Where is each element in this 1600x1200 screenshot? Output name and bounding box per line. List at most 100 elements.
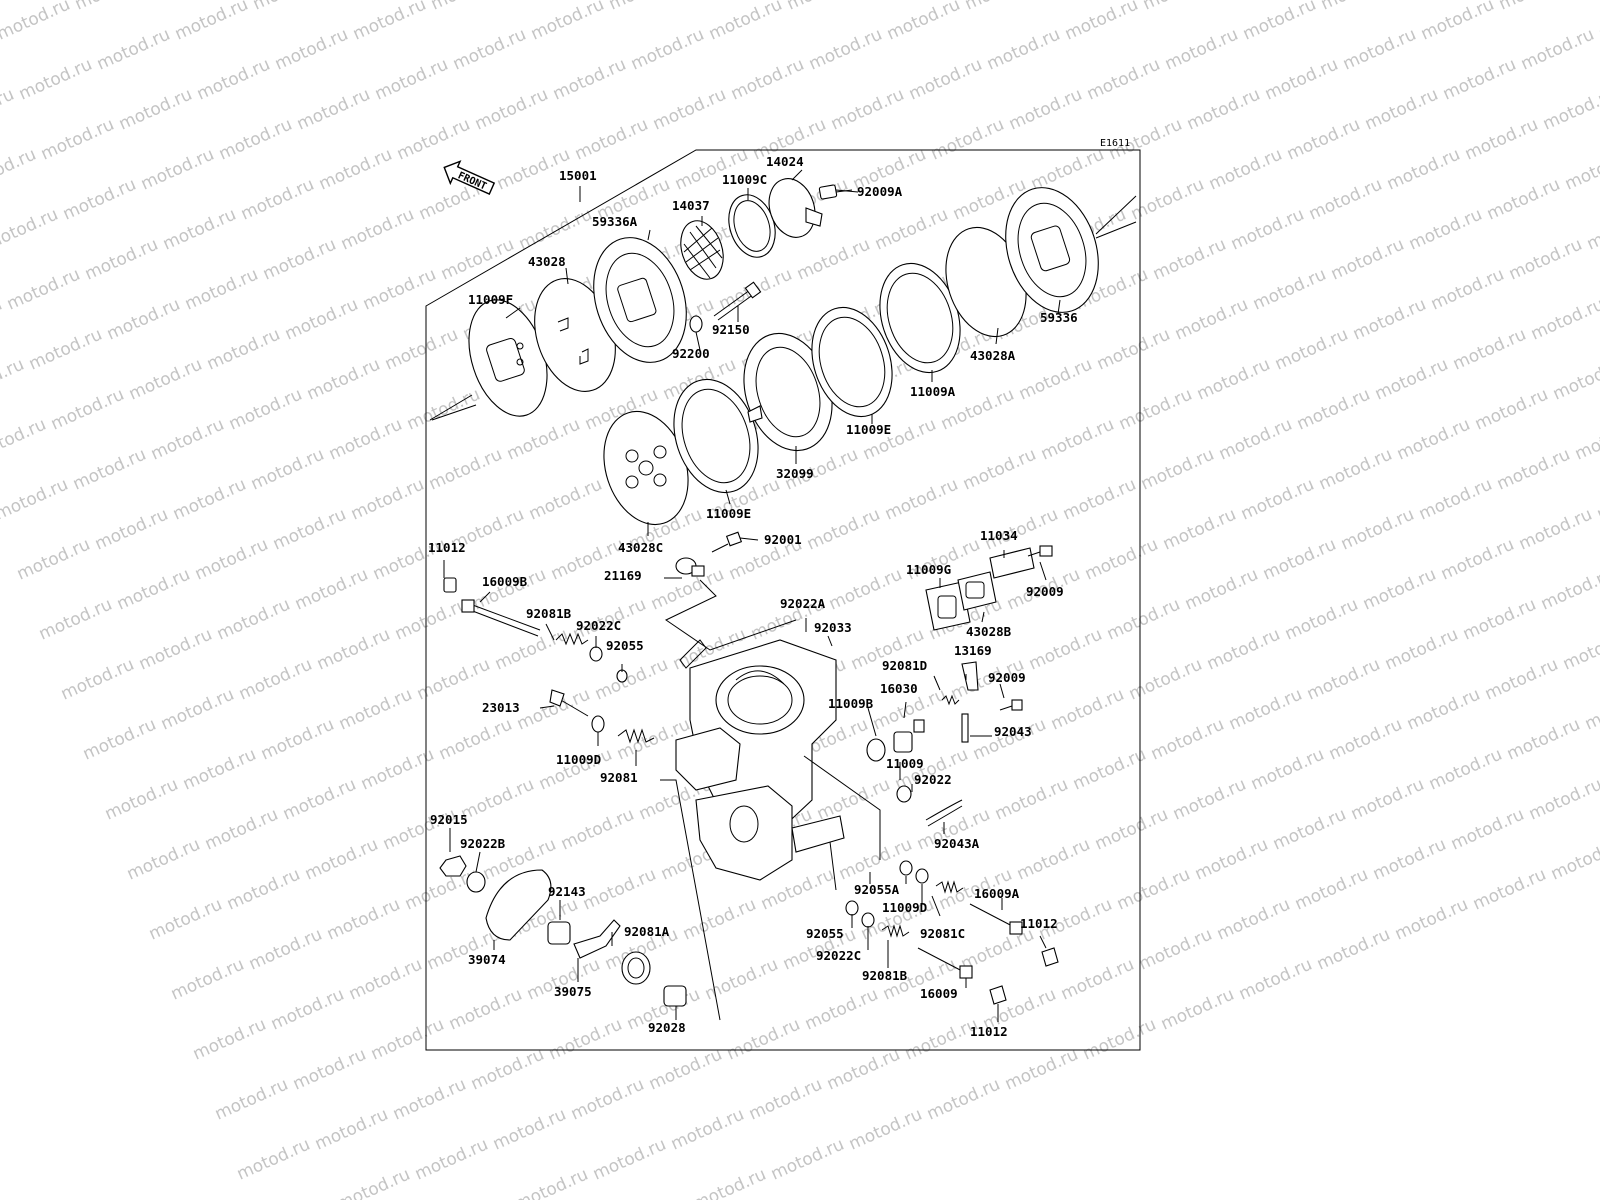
part-label-21169[interactable]: 21169 xyxy=(604,568,642,583)
part-label-11009e[interactable]: 11009E xyxy=(706,506,751,521)
part-label-43028[interactable]: 43028 xyxy=(528,254,566,269)
part-label-43028a[interactable]: 43028A xyxy=(970,348,1016,363)
watermark-text: motod.ru xyxy=(1114,865,1193,915)
watermark-text: motod.ru xyxy=(1506,235,1585,285)
part-92001-bolt xyxy=(711,531,743,553)
part-label-92043[interactable]: 92043 xyxy=(994,724,1032,739)
part-label-13169[interactable]: 13169 xyxy=(954,643,992,658)
watermark-text: motod.ru xyxy=(312,1105,391,1155)
watermark-text: motod.ru xyxy=(1262,55,1341,105)
part-label-92028[interactable]: 92028 xyxy=(648,1020,686,1035)
watermark-text: motod.ru xyxy=(970,715,1049,765)
watermark-text: motod.ru xyxy=(468,1045,547,1095)
part-label-92015[interactable]: 92015 xyxy=(430,812,468,827)
watermark-text: motod.ru xyxy=(1448,805,1527,855)
part-label-92055[interactable]: 92055 xyxy=(606,638,644,653)
part-label-92081a[interactable]: 92081A xyxy=(624,924,670,939)
part-92022C-washer xyxy=(589,646,603,662)
part-label-92081[interactable]: 92081 xyxy=(600,770,638,785)
part-label-59336[interactable]: 59336 xyxy=(1040,310,1078,325)
part-label-92022b[interactable]: 92022B xyxy=(460,836,506,851)
part-label-92033[interactable]: 92033 xyxy=(814,620,852,635)
watermark-text: motod.ru xyxy=(248,445,327,495)
part-label-11034[interactable]: 11034 xyxy=(980,528,1018,543)
watermark-text: motod.ru xyxy=(270,505,349,555)
part-label-11009d[interactable]: 11009D xyxy=(556,752,601,767)
part-label-15001[interactable]: 15001 xyxy=(559,168,597,183)
part-label-11012[interactable]: 11012 xyxy=(970,1024,1008,1039)
part-label-92009[interactable]: 92009 xyxy=(1026,584,1064,599)
watermark-text: motod.ru xyxy=(804,505,883,555)
watermark-text: motod.ru xyxy=(1084,55,1163,105)
watermark-text: motod.ru xyxy=(1314,925,1393,975)
part-label-14037[interactable]: 14037 xyxy=(672,198,710,213)
part-label-92009a[interactable]: 92009A xyxy=(857,184,903,199)
watermark-text: motod.ru xyxy=(1440,55,1519,105)
part-label-92150[interactable]: 92150 xyxy=(712,322,750,337)
watermark-text: motod.ru xyxy=(768,1135,847,1185)
watermark-text: motod.ru xyxy=(546,1015,625,1065)
part-label-92001[interactable]: 92001 xyxy=(764,532,802,547)
part-label-14024[interactable]: 14024 xyxy=(766,154,804,169)
watermark-text: motod.ru xyxy=(504,415,583,465)
watermark-text: motod.ru xyxy=(1228,205,1307,255)
watermark-text: motod.ru xyxy=(192,535,271,585)
part-label-16009b[interactable]: 16009B xyxy=(482,574,528,589)
part-label-92055a[interactable]: 92055A xyxy=(854,882,900,897)
watermark-text: motod.ru xyxy=(1170,775,1249,825)
part-label-92081b[interactable]: 92081B xyxy=(526,606,572,621)
part-label-92200[interactable]: 92200 xyxy=(672,346,710,361)
part-label-43028b[interactable]: 43028B xyxy=(966,624,1012,639)
watermark-text: motod.ru xyxy=(316,145,395,195)
part-label-92081d[interactable]: 92081D xyxy=(882,658,927,673)
part-label-11009d[interactable]: 11009D xyxy=(882,900,927,915)
part-label-92022c[interactable]: 92022C xyxy=(816,948,861,963)
part-label-11009b[interactable]: 11009B xyxy=(828,696,874,711)
part-label-92043a[interactable]: 92043A xyxy=(934,836,980,851)
part-label-92022c[interactable]: 92022C xyxy=(576,618,621,633)
part-label-11009c[interactable]: 11009C xyxy=(722,172,767,187)
part-label-92022[interactable]: 92022 xyxy=(914,772,952,787)
watermark-text: motod.ru xyxy=(960,445,1039,495)
part-label-59336a[interactable]: 59336A xyxy=(592,214,638,229)
part-label-32099[interactable]: 32099 xyxy=(776,466,814,481)
part-label-11012[interactable]: 11012 xyxy=(428,540,466,555)
part-label-11009f[interactable]: 11009F xyxy=(468,292,513,307)
part-label-92081b[interactable]: 92081B xyxy=(862,968,908,983)
watermark-text: motod.ru xyxy=(268,985,347,1035)
part-label-43028c[interactable]: 43028C xyxy=(618,540,663,555)
part-label-92081c[interactable]: 92081C xyxy=(920,926,965,941)
part-label-16009[interactable]: 16009 xyxy=(920,986,958,1001)
watermark-text: motod.ru xyxy=(924,1075,1003,1125)
watermark-text: motod.ru xyxy=(168,955,247,1005)
part-11009G-gasket xyxy=(925,581,971,631)
watermark-text: motod.ru xyxy=(1236,955,1315,1005)
part-label-11012[interactable]: 11012 xyxy=(1020,916,1058,931)
part-label-11009a[interactable]: 11009A xyxy=(910,384,956,399)
watermark-text: motod.ru xyxy=(282,295,361,345)
part-label-92022a[interactable]: 92022A xyxy=(780,596,826,611)
part-label-39074[interactable]: 39074 xyxy=(468,952,506,967)
part-label-16009a[interactable]: 16009A xyxy=(974,886,1020,901)
part-label-92143[interactable]: 92143 xyxy=(548,884,586,899)
part-label-39075[interactable]: 39075 xyxy=(554,984,592,999)
watermark-text: motod.ru xyxy=(1270,805,1349,855)
watermark-text: motod.ru xyxy=(1496,0,1575,15)
watermark-text: motod.ru xyxy=(1016,355,1095,405)
part-32099-body xyxy=(743,332,833,452)
watermark-text: motod.ru xyxy=(1214,895,1293,945)
watermark-text: motod.ru xyxy=(1350,295,1429,345)
part-label-23013[interactable]: 23013 xyxy=(482,700,520,715)
watermark-text: motod.ru xyxy=(350,0,429,45)
watermark-text: motod.ru xyxy=(336,685,415,735)
part-label-11009g[interactable]: 11009G xyxy=(906,562,951,577)
watermark-text: motod.ru xyxy=(646,1045,725,1095)
watermark-text: motod.ru xyxy=(326,415,405,465)
part-label-11009e[interactable]: 11009E xyxy=(846,422,891,437)
part-label-16030[interactable]: 16030 xyxy=(880,681,918,696)
watermark-text: motod.ru xyxy=(1092,805,1171,855)
part-label-92055[interactable]: 92055 xyxy=(806,926,844,941)
part-label-92009[interactable]: 92009 xyxy=(988,670,1026,685)
watermark-text: motod.ru xyxy=(1526,775,1600,825)
part-label-11009[interactable]: 11009 xyxy=(886,756,924,771)
